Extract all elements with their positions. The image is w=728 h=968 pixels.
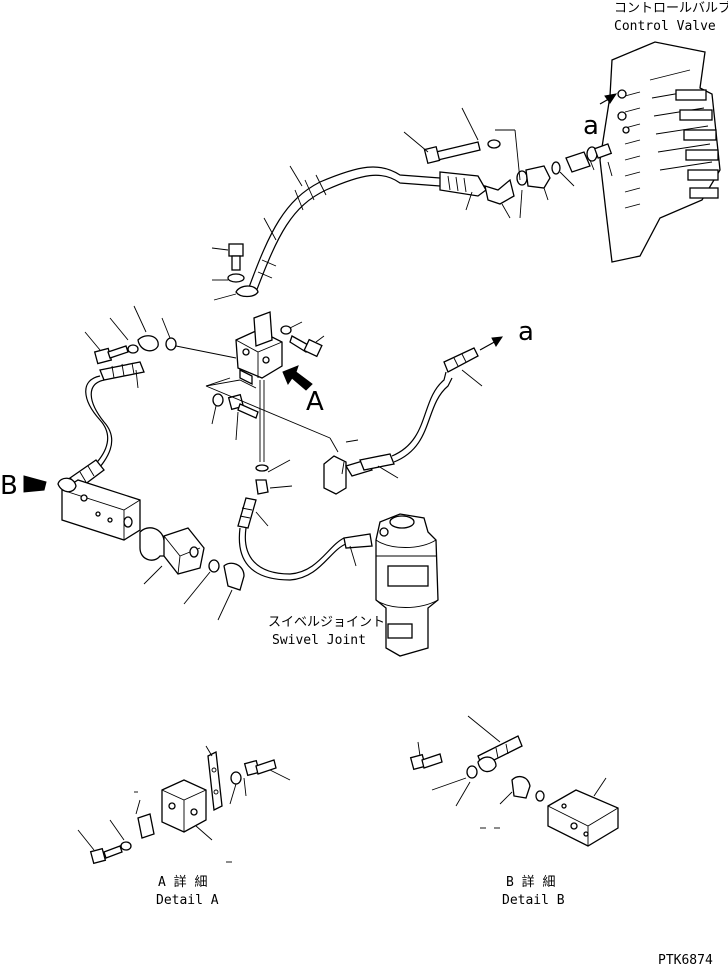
view-a-arrow bbox=[282, 365, 313, 391]
upper-hose bbox=[247, 166, 515, 293]
valve-fittings bbox=[516, 143, 613, 189]
detail-a-label-jp: A 詳 細 bbox=[158, 874, 207, 890]
control-valve-label-jp: コントロールバルブ bbox=[614, 0, 728, 16]
swivel-joint-label-jp: スイベルジョイント bbox=[268, 615, 385, 630]
drawing-code: PTK6874 bbox=[658, 953, 713, 968]
top-bolt-stack bbox=[211, 243, 259, 301]
ref-a-upper-arrow bbox=[599, 93, 618, 105]
ref-a-upper-label: a bbox=[583, 111, 599, 141]
detail-a-drawing bbox=[77, 745, 291, 865]
detail-b-label-en: Detail B bbox=[502, 893, 565, 908]
view-a-label: A bbox=[306, 387, 324, 417]
b-block bbox=[57, 477, 141, 541]
central-valve-block bbox=[235, 311, 283, 386]
left-hose bbox=[68, 361, 145, 489]
view-b-arrow bbox=[23, 475, 47, 493]
upper-bolt-group bbox=[423, 129, 521, 181]
control-valve bbox=[599, 41, 721, 263]
swivel-joint-label-en: Swivel Joint bbox=[272, 633, 366, 648]
upper-leaders bbox=[263, 107, 613, 241]
ref-a-right-label: a bbox=[518, 317, 534, 347]
view-b-label: B bbox=[0, 471, 18, 501]
right-connector bbox=[205, 336, 504, 495]
b-fittings bbox=[139, 527, 245, 621]
swivel-hose bbox=[237, 497, 373, 581]
control-valve-label-en: Control Valve bbox=[614, 19, 716, 34]
detail-b-label-jp: B 詳 細 bbox=[506, 874, 555, 890]
block-lower-bolts bbox=[205, 379, 259, 441]
block-tube bbox=[255, 380, 293, 495]
detail-b-drawing bbox=[409, 715, 619, 847]
block-right-bolt bbox=[280, 321, 325, 358]
block-left-fittings bbox=[84, 305, 237, 365]
swivel-joint bbox=[375, 513, 439, 657]
detail-a-label-en: Detail A bbox=[156, 893, 219, 908]
